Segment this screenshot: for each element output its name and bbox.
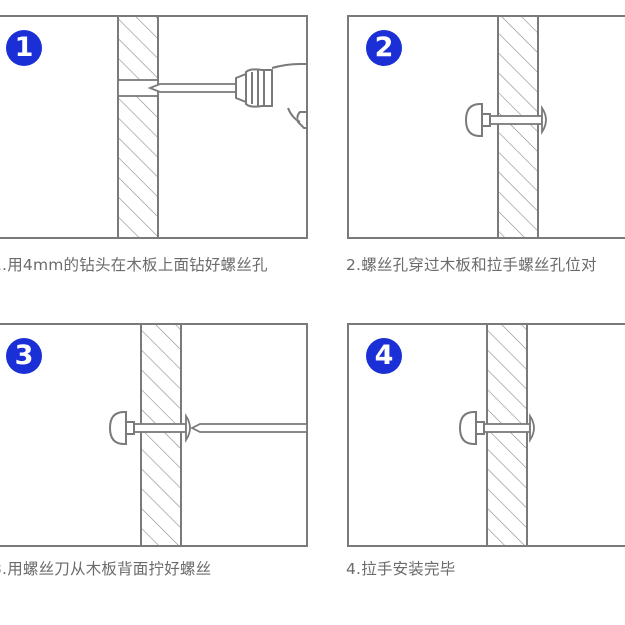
step-2-number-badge: 2 [366,30,402,66]
wood-board [497,15,539,239]
power-drill [235,63,308,129]
knob-handle [458,411,485,445]
step-3-illustration [0,323,308,547]
step-1-panel: 1 1.用4mm的钻头在木板上面钻好螺丝孔 [0,0,308,300]
screw-head [541,105,547,135]
screw-head [529,413,535,443]
screw-shaft [485,115,543,125]
screw-shaft [129,423,187,433]
wood-board [117,15,159,239]
step-1-caption: 1.用4mm的钻头在木板上面钻好螺丝孔 [0,256,268,274]
step-4-panel: 4 4.拉手安装完毕 [346,308,625,608]
drill-bit [147,83,237,93]
wood-board [140,323,182,547]
step-4-illustration [347,323,625,547]
knob-handle [464,103,491,137]
wood-board [486,323,528,547]
step-2-illustration [347,15,625,239]
step-4-number-badge: 4 [366,338,402,374]
step-1-illustration [0,15,308,239]
screw-head [185,413,191,443]
step-2-panel: 2 2.螺丝孔穿过木板和拉手螺丝孔位对 [346,0,625,300]
step-4-caption: 4.拉手安装完毕 [346,560,456,578]
step-3-caption: 3.用螺丝刀从木板背面拧好螺丝 [0,560,212,578]
step-1-number-badge: 1 [6,30,42,66]
step-3-number-badge: 3 [6,338,42,374]
knob-handle [108,411,135,445]
step-3-panel: 3 3.用螺丝刀从木板背面拧好螺丝 [0,308,308,608]
step-2-caption: 2.螺丝孔穿过木板和拉手螺丝孔位对 [346,256,597,274]
screwdriver [189,423,308,433]
